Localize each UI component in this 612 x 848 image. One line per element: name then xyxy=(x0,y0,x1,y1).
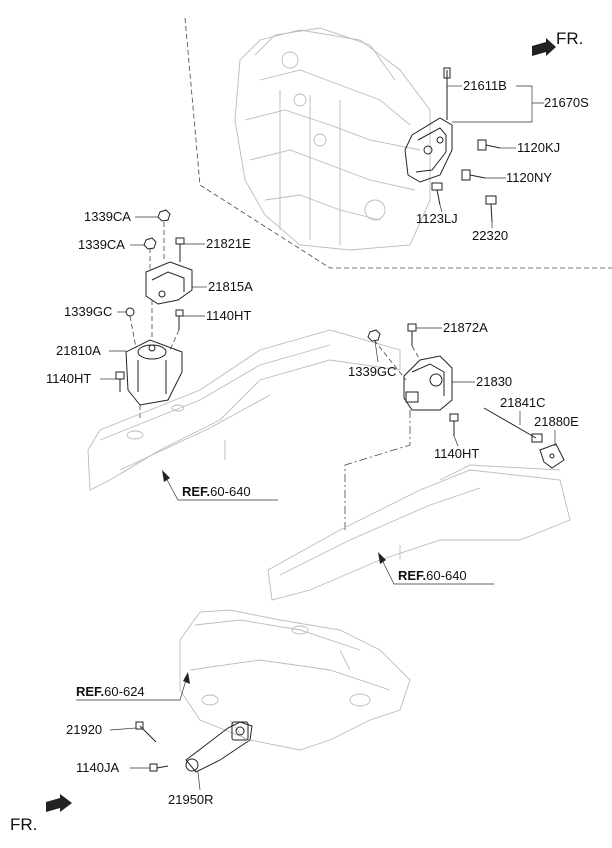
label-21950R: 21950R xyxy=(168,792,214,807)
plate-21880E xyxy=(539,443,565,469)
label-21841C: 21841C xyxy=(500,395,546,410)
bolt-21821E xyxy=(175,237,185,262)
label-21821E: 21821E xyxy=(206,236,251,251)
leader-lines xyxy=(100,85,556,791)
ref-left-number: 60-640 xyxy=(210,484,250,499)
label-1140HT-right: 1140HT xyxy=(434,446,479,461)
ref-left-prefix: REF. xyxy=(182,484,210,499)
bolt-1120NY xyxy=(461,169,486,181)
bolt-1140HT-right xyxy=(449,413,459,436)
label-21872A: 21872A xyxy=(443,320,488,335)
label-21815A: 21815A xyxy=(208,279,253,294)
label-1120NY: 1120NY xyxy=(506,170,552,185)
bolt-21920 xyxy=(135,721,157,743)
bracket-21815A xyxy=(145,261,193,305)
front-label-bottom: FR. xyxy=(10,815,37,834)
bolt-21872A xyxy=(407,323,417,346)
label-22320: 22320 xyxy=(472,228,508,243)
ref-right: REF.60-640 xyxy=(398,568,467,583)
label-1140HT-left: 1140HT xyxy=(46,371,91,386)
nut-1339GC-right xyxy=(367,329,381,342)
subframe xyxy=(179,609,411,751)
nut-1339CA-second xyxy=(143,237,157,250)
label-21920: 21920 xyxy=(66,722,102,737)
front-arrow-icon-bottom xyxy=(46,794,72,812)
engine-bracket xyxy=(404,67,453,183)
label-21880E: 21880E xyxy=(534,414,579,429)
bolt-1123LJ xyxy=(431,182,443,206)
reference-arrows xyxy=(76,470,494,701)
bolt-1120KJ xyxy=(477,139,501,151)
front-label-top: FR. xyxy=(556,29,583,48)
ref-bottom: REF.60-624 xyxy=(76,684,145,699)
bolt-22320 xyxy=(485,195,497,223)
ref-left: REF.60-640 xyxy=(182,484,251,499)
right-side-member xyxy=(267,464,571,601)
mount-21810A xyxy=(125,339,183,406)
mount-21830 xyxy=(403,355,453,411)
label-1140JA: 1140JA xyxy=(76,760,119,775)
label-1339CA-second: 1339CA xyxy=(78,237,125,252)
label-1123LJ: 1123LJ xyxy=(416,211,458,226)
label-1339CA-top: 1339CA xyxy=(84,209,131,224)
bolt-1140HT-left xyxy=(115,371,125,392)
label-1339GC-right: 1339GC xyxy=(348,364,396,379)
roll-rod-21950R xyxy=(185,721,253,773)
bolt-1140JA xyxy=(149,763,169,772)
ref-right-number: 60-640 xyxy=(426,568,466,583)
label-1339GC-left: 1339GC xyxy=(64,304,112,319)
left-side-member xyxy=(87,329,401,491)
ref-bottom-number: 60-624 xyxy=(104,684,144,699)
label-1120KJ: 1120KJ xyxy=(517,140,560,155)
label-21810A: 21810A xyxy=(56,343,101,358)
nut-1339GC-left xyxy=(125,307,135,317)
label-21830: 21830 xyxy=(476,374,512,389)
ref-bottom-prefix: REF. xyxy=(76,684,104,699)
label-1140HT-upper: 1140HT xyxy=(206,308,251,323)
label-21611B: 21611B xyxy=(463,78,507,93)
engine-block xyxy=(184,17,612,269)
bolt-1140HT-upper xyxy=(175,309,184,330)
label-21670S: 21670S xyxy=(544,95,589,110)
front-arrow-icon-top xyxy=(532,38,556,56)
nut-1339CA-top xyxy=(157,209,171,222)
bolt-21841C xyxy=(483,407,543,443)
ref-right-prefix: REF. xyxy=(398,568,426,583)
